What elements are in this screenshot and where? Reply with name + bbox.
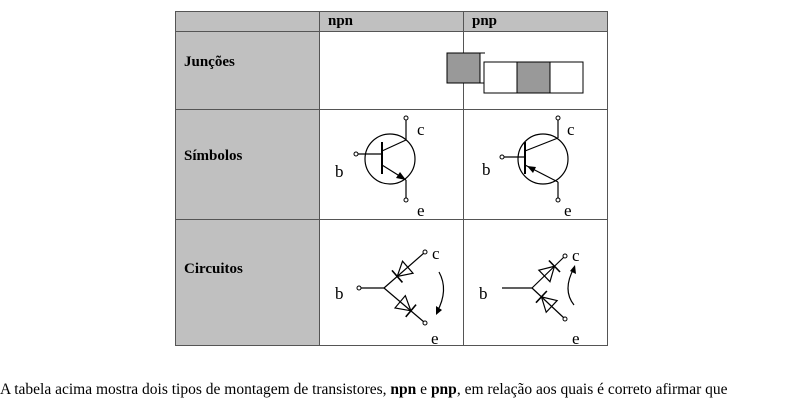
caption-and: e — [416, 381, 431, 398]
transistor-table: npn pnp Junções Símbolos — [175, 10, 608, 347]
header-row: npn pnp — [175, 10, 608, 33]
row-label-simbolos-text: Símbolos — [184, 148, 243, 165]
npn-lower-diode — [393, 294, 417, 318]
pnp-junction-cell — [463, 31, 608, 111]
header-pnp-text: pnp — [472, 13, 498, 29]
npn-circuit-collector-label: c — [432, 244, 440, 263]
npn-symbol: b c e — [335, 115, 425, 218]
row-label-circuitos-text: Circuitos — [184, 260, 243, 277]
pnp-symbol-collector-label: c — [567, 120, 575, 139]
row-label-juncoes: Junções — [175, 31, 320, 111]
row-label-juncoes-text: Junções — [184, 54, 235, 71]
npn-upper-diode — [391, 259, 415, 283]
pnp-current-arrow — [567, 267, 575, 305]
pnp-p-region-right — [549, 61, 584, 94]
row-circuitos: Circuitos b c — [175, 218, 608, 347]
row-label-circuitos: Circuitos — [175, 218, 320, 347]
pnp-lower-diode — [535, 290, 559, 314]
pnp-symbol-cell: b c e — [463, 109, 608, 220]
npn-symbol-emitter-label: e — [417, 201, 425, 218]
npn-symbol-cell: b c e — [319, 109, 464, 220]
row-label-simbolos: Símbolos — [175, 109, 320, 220]
npn-emitter-arrow — [396, 172, 406, 181]
npn-p-region — [479, 52, 485, 84]
row-simbolos: Símbolos b c e — [175, 109, 608, 220]
caption-part2: , em relação aos quais é correto afirmar… — [456, 381, 728, 398]
header-corner-cell — [175, 10, 320, 33]
npn-circuit-cell: b c e — [319, 218, 464, 347]
pnp-junction-diagram — [483, 61, 584, 94]
pnp-circuit-base-label: b — [479, 284, 488, 303]
caption-part1: A tabela acima mostra dois tipos de mont… — [0, 381, 391, 398]
header-npn: npn — [319, 10, 464, 33]
pnp-emitter-arrow — [527, 166, 536, 174]
pnp-p-region-left — [483, 61, 518, 94]
pnp-symbol-emitter-label: e — [564, 201, 572, 218]
question-caption: A tabela acima mostra dois tipos de mont… — [0, 381, 798, 399]
npn-current-arrow — [436, 271, 445, 312]
npn-symbol-collector-label: c — [417, 120, 425, 139]
pnp-upper-diode — [537, 259, 561, 283]
pnp-circuit-collector-label: c — [572, 246, 580, 265]
caption-npn: npn — [390, 381, 417, 398]
pnp-diode-circuit: b c e — [479, 246, 580, 345]
npn-circuit-emitter-label: e — [431, 329, 439, 345]
header-npn-text: npn — [328, 13, 354, 29]
pnp-n-region — [516, 61, 551, 94]
npn-junction-diagram — [446, 52, 485, 84]
pnp-circuit-cell: b c e — [463, 218, 608, 347]
pnp-symbol-circle — [517, 133, 569, 185]
npn-symbol-circle — [364, 133, 416, 185]
npn-diode-circuit: b c e — [335, 244, 445, 345]
pnp-symbol: b c e — [482, 115, 575, 218]
pnp-circuit-emitter-label: e — [572, 329, 580, 345]
pnp-symbol-base-label: b — [482, 160, 491, 179]
header-pnp: pnp — [463, 10, 608, 33]
npn-junction-cell — [319, 31, 485, 111]
npn-circuit-base-label: b — [335, 284, 344, 303]
npn-symbol-base-label: b — [335, 162, 344, 181]
row-juncoes: Junções — [175, 31, 608, 111]
caption-pnp: pnp — [430, 381, 457, 398]
npn-n-region-left — [446, 52, 481, 84]
